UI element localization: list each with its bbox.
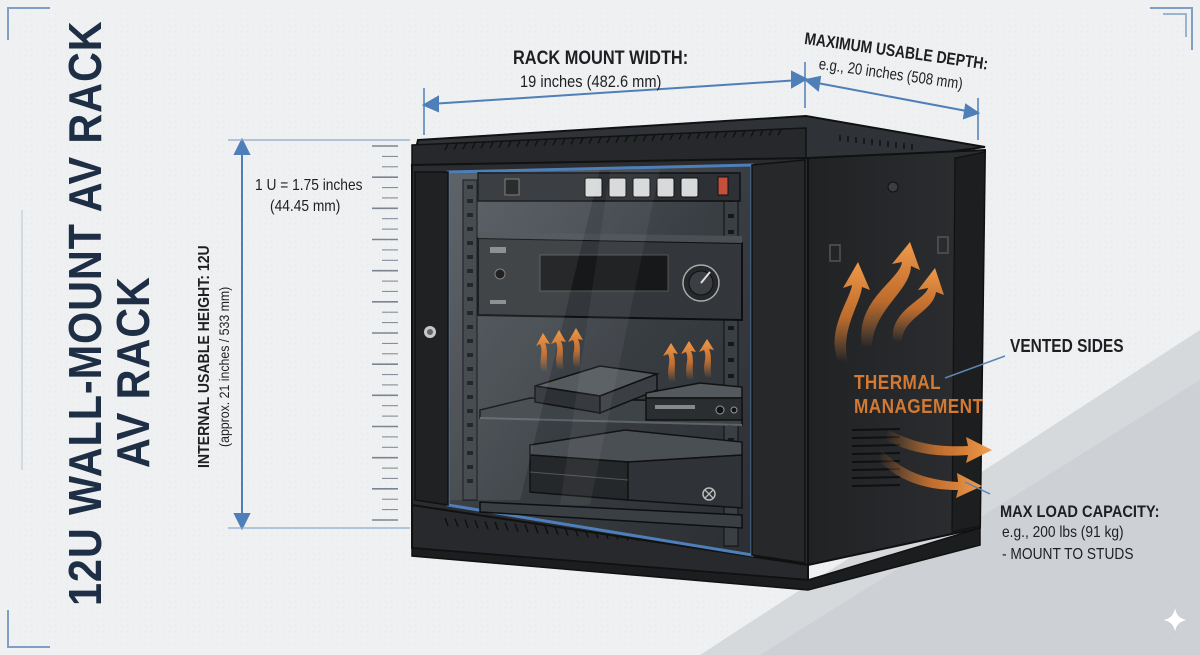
- width-dimension-line: [421, 62, 809, 135]
- width-label: RACK MOUNT WIDTH:: [513, 48, 689, 69]
- rack-cabinet: [410, 114, 987, 591]
- vented-sides-label: VENTED SIDES: [1010, 336, 1124, 356]
- u-scale: [372, 145, 398, 521]
- page-subtitle: AV RACK: [107, 276, 159, 468]
- height-dimension-line: [228, 137, 410, 531]
- height-value: (approx. 21 inches / 533 mm): [216, 286, 232, 447]
- av-receiver: [477, 232, 743, 322]
- u-size-metric: (44.45 mm): [270, 198, 341, 215]
- game-console: [529, 429, 743, 509]
- thermal-label: THERMAL: [854, 372, 942, 394]
- width-value: 19 inches (482.6 mm): [520, 72, 662, 91]
- exhaust-arrows: [878, 430, 992, 498]
- depth-dimension-line: [803, 75, 981, 140]
- media-box: [534, 365, 660, 415]
- height-label: INTERNAL USABLE HEIGHT: 12U: [196, 245, 213, 468]
- page-title: 12U WALL-MOUNT AV RACK: [59, 20, 111, 606]
- title-block: 12U WALL-MOUNT AV RACK AV RACK: [0, 0, 160, 655]
- thermal-label-line2: MANAGEMENT: [854, 396, 984, 418]
- mount-note: - MOUNT TO STUDS: [1002, 546, 1134, 563]
- load-capacity-label: MAX LOAD CAPACITY:: [1000, 502, 1160, 521]
- leader-lines: [944, 355, 1006, 495]
- u-size-label: 1 U = 1.75 inches: [255, 177, 363, 194]
- disc-player: [645, 382, 743, 421]
- load-capacity-value: e.g., 200 lbs (91 kg): [1002, 524, 1124, 541]
- sparkle-icon: [1159, 604, 1191, 636]
- power-strip: [477, 172, 741, 202]
- heat-arrows: [536, 242, 944, 382]
